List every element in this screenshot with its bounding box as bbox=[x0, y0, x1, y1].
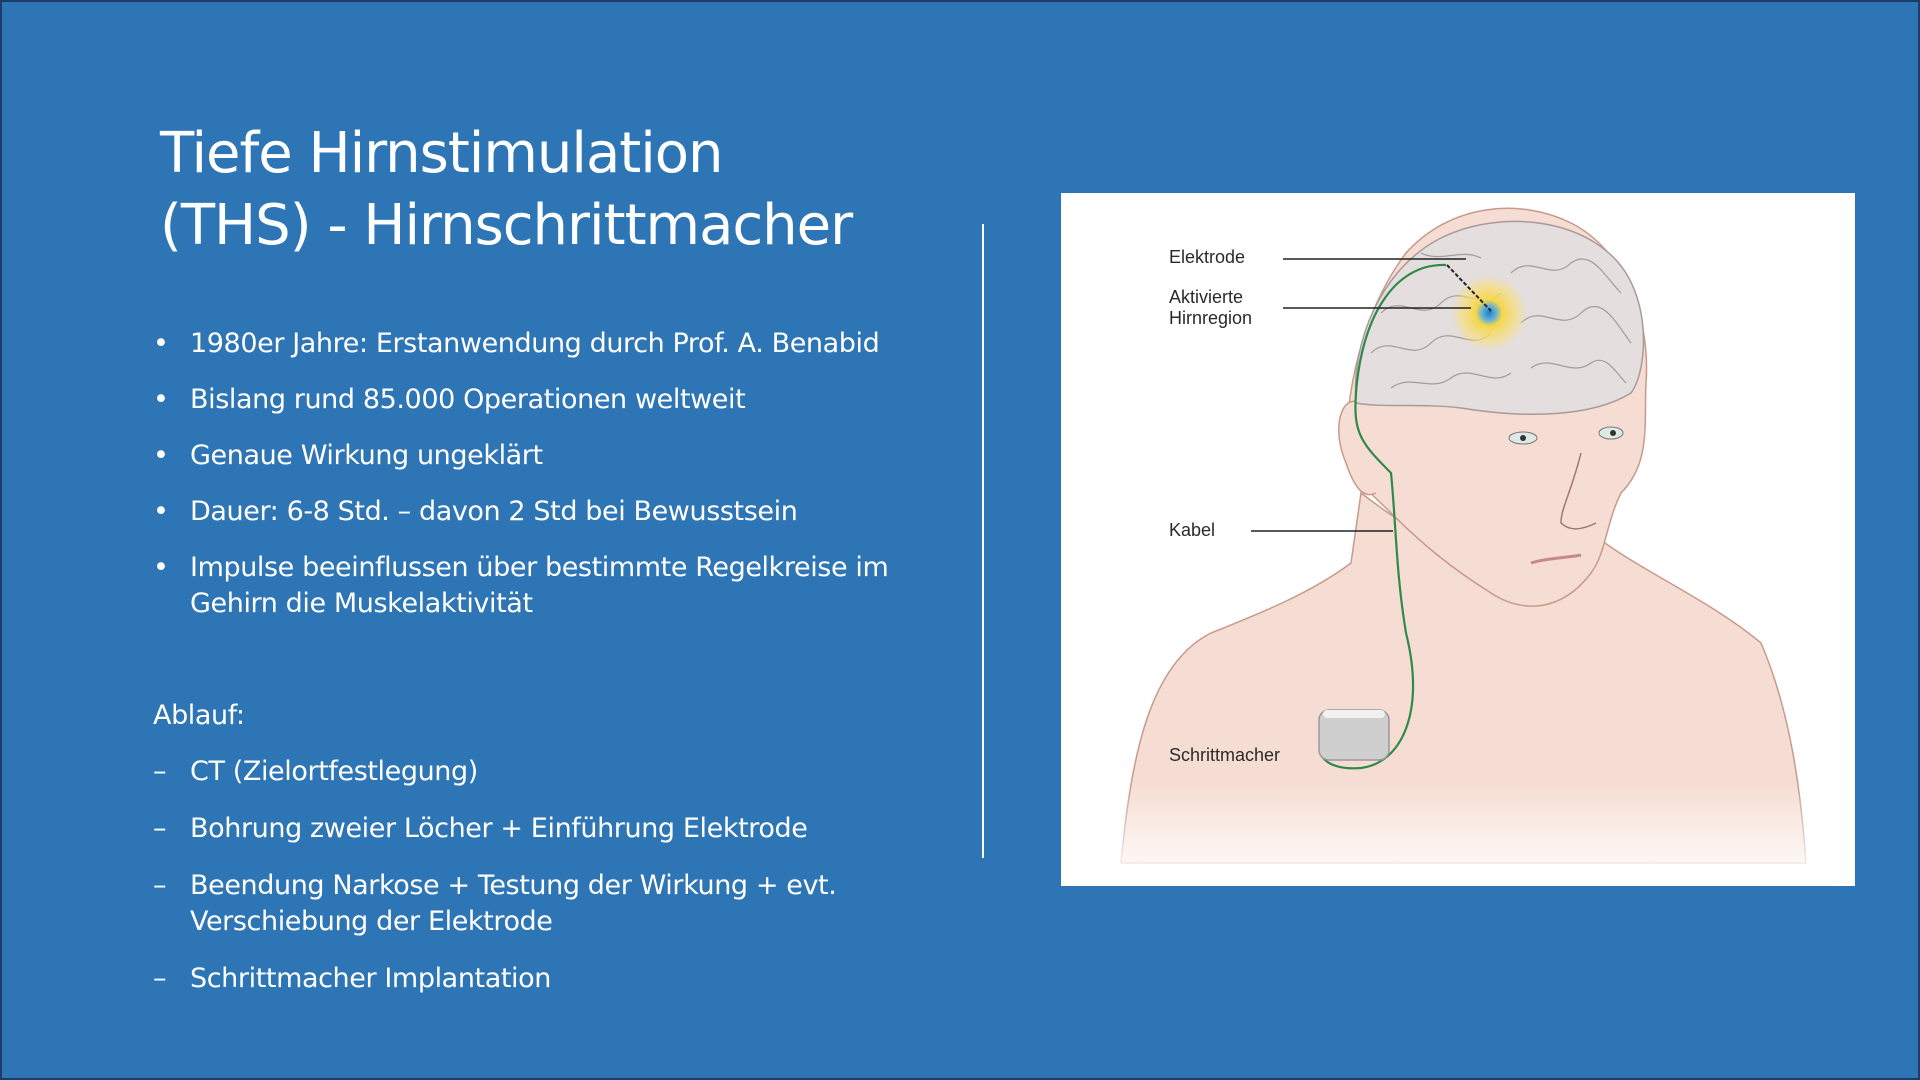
dash-icon: – bbox=[153, 813, 167, 844]
list-item: –Bohrung zweier Löcher + Einführung Elek… bbox=[153, 811, 893, 847]
list-item-text: CT (Zielortfestlegung) bbox=[190, 756, 478, 787]
label-electrode: Elektrode bbox=[1169, 247, 1246, 267]
facts-list: • 1980er Jahre: Erstanwendung durch Prof.… bbox=[153, 326, 893, 622]
bullet-icon: • bbox=[153, 552, 169, 583]
list-item: –Beendung Narkose + Testung der Wirkung … bbox=[153, 868, 893, 940]
list-item-text: Dauer: 6-8 Std. – davon 2 Std bei Bewuss… bbox=[190, 496, 798, 527]
slide-content: • 1980er Jahre: Erstanwendung durch Prof.… bbox=[153, 326, 893, 1018]
dash-icon: – bbox=[153, 870, 167, 901]
label-activated-region-line2: Hirnregion bbox=[1169, 308, 1253, 328]
dash-icon: – bbox=[153, 963, 167, 994]
list-item-text: Beendung Narkose + Testung der Wirkung +… bbox=[190, 870, 837, 937]
list-item-text: Bislang rund 85.000 Operationen weltweit bbox=[190, 384, 746, 415]
list-item-text: 1980er Jahre: Erstanwendung durch Prof. … bbox=[190, 328, 880, 359]
list-item-text: Impulse beeinflussen über bestimmte Rege… bbox=[190, 552, 889, 619]
list-item: • 1980er Jahre: Erstanwendung durch Prof.… bbox=[153, 326, 893, 362]
slide-title: Tiefe Hirnstimulation (THS) - Hirnschrit… bbox=[160, 118, 853, 262]
procedure-heading: Ablauf: bbox=[153, 700, 245, 731]
bullet-icon: • bbox=[153, 328, 169, 359]
title-line-1: Tiefe Hirnstimulation bbox=[160, 121, 724, 186]
list-item: –CT (Zielortfestlegung) bbox=[153, 754, 893, 790]
list-item-text: Schrittmacher Implantation bbox=[190, 963, 551, 994]
label-cable: Kabel bbox=[1169, 520, 1216, 540]
list-item: • Bislang rund 85.000 Operationen weltwei… bbox=[153, 382, 893, 418]
label-activated-region-line1: Aktivierte bbox=[1169, 287, 1244, 307]
dash-icon: – bbox=[153, 756, 167, 787]
label-pacemaker: Schrittmacher bbox=[1169, 745, 1281, 765]
bullet-icon: • bbox=[153, 440, 169, 471]
procedure-steps-list: –CT (Zielortfestlegung) –Bohrung zweier … bbox=[153, 754, 893, 997]
bullet-icon: • bbox=[153, 496, 169, 527]
list-item: • Dauer: 6-8 Std. – davon 2 Std bei Bewus… bbox=[153, 494, 893, 530]
dbs-illustration: Elektrode Aktivierte Hirnregion Kabel Sc… bbox=[1061, 193, 1855, 886]
bullet-icon: • bbox=[153, 384, 169, 415]
list-item: • Impulse beeinflussen über bestimmte Reg… bbox=[153, 550, 893, 622]
list-item: • Genaue Wirkung ungeklärt bbox=[153, 438, 893, 474]
list-item-text: Genaue Wirkung ungeklärt bbox=[190, 440, 543, 471]
head-illustration-icon bbox=[1061, 207, 1855, 886]
list-item: –Schrittmacher Implantation bbox=[153, 961, 893, 997]
list-item-text: Bohrung zweier Löcher + Einführung Elekt… bbox=[190, 813, 808, 844]
title-line-2: (THS) - Hirnschrittmacher bbox=[160, 193, 853, 258]
vertical-divider bbox=[982, 224, 984, 858]
